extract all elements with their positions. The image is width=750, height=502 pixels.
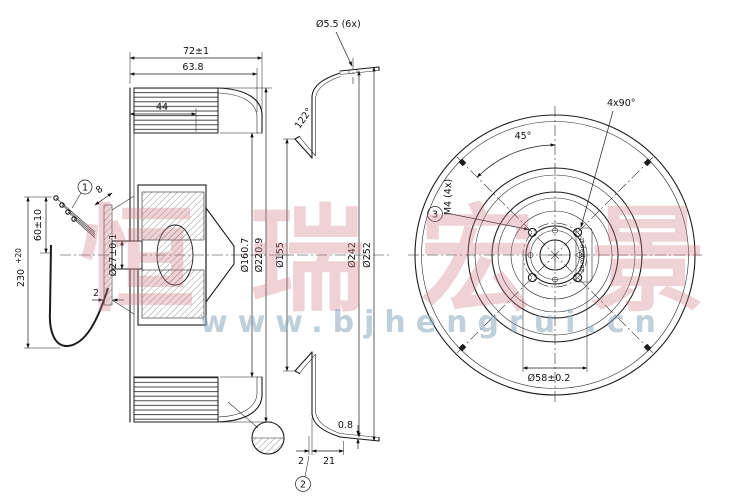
impeller-blades-bottom <box>133 376 219 423</box>
wire-end <box>59 202 65 208</box>
wall-ring-profile <box>294 58 380 442</box>
wire-end <box>71 216 77 222</box>
front-view: ebmpapst 45° 4x90° M4 (4x) Ø58±0.2 3 <box>408 98 702 404</box>
dim-shaft-diameter: Ø27±0.1 <box>108 234 119 277</box>
hub-circle <box>525 225 585 285</box>
dim-inner-depth: 63.8 <box>182 62 203 73</box>
hub-cone <box>205 206 235 304</box>
detail-view <box>227 401 285 455</box>
dim-flange-holes: Ø5.5 (6x) <box>316 19 361 30</box>
watermark: 恒瑞宏景 www.bjhengrui.cn <box>80 194 750 340</box>
dim-sheet-thickness: 0.8 <box>338 420 353 431</box>
lead-wires <box>48 195 109 348</box>
front-dimensions: 45° 4x90° M4 (4x) Ø58±0.2 <box>443 98 636 384</box>
watermark-chinese-text: 恒瑞宏景 <box>80 194 750 328</box>
screw-head <box>552 276 558 283</box>
front-circles <box>414 114 696 396</box>
rotor-circle <box>491 191 619 319</box>
dim-cable-length: 230 <box>16 269 27 287</box>
shaft-circle <box>539 239 571 271</box>
dim-lip: 2 <box>298 456 304 467</box>
balloon-2-label: 2 <box>300 480 306 491</box>
ring-inner-circle <box>421 121 689 389</box>
side-dimensions: 72±1 63.8 44 8 60±10 230 +20 Ø27±0.1 2 <box>14 46 272 423</box>
dim-blade-depth: 44 <box>156 102 168 113</box>
dim-ring-depth: 21 <box>323 456 335 467</box>
dim-blade-inner-diameter: Ø160.7 <box>240 238 251 273</box>
brand-label: ebmpapst <box>578 237 586 273</box>
dim-overall-depth: 72±1 <box>183 46 209 57</box>
screw-head <box>576 252 583 258</box>
m4-hole <box>527 227 537 237</box>
impeller-blades-top <box>133 87 219 134</box>
balloon-1: 1 <box>71 179 93 209</box>
dim-hole-pattern: 4x90° <box>607 98 636 109</box>
balloon-3: 3 <box>427 206 443 222</box>
cable <box>48 244 109 348</box>
screw-head <box>527 252 534 258</box>
wire-end <box>65 209 71 215</box>
motor-section <box>103 184 235 326</box>
bolt-circle <box>522 222 588 288</box>
screw-head <box>552 227 558 234</box>
dim-ring-outer-diameter: Ø252 <box>362 242 373 268</box>
dim-lead-strip: 60±10 <box>33 209 44 241</box>
side-section-view: 1 72±1 63.8 44 8 60±10 230 +20 <box>14 46 292 455</box>
dim-ring-inner-diameter: Ø242 <box>347 242 358 268</box>
m4-hole <box>527 273 537 283</box>
wire-end <box>53 195 59 201</box>
balloon-2: 2 <box>295 455 311 492</box>
balloon-3-label: 3 <box>432 210 438 221</box>
dim-impeller-diameter: Ø220.9 <box>254 238 265 273</box>
dim-first-hole-angle: 45° <box>515 131 532 142</box>
dim-cable-tolerance: +20 <box>14 248 23 264</box>
ring-clips <box>458 158 652 352</box>
dim-terminal: 8 <box>94 184 105 196</box>
dim-flange-gap: 2 <box>93 288 99 299</box>
ring-outer-circle <box>414 114 696 396</box>
bearing-tube <box>156 224 194 286</box>
dim-bolt-circle: Ø58±0.2 <box>528 373 571 384</box>
dim-inlet-diameter: Ø155 <box>275 242 286 268</box>
dim-thread-callout: M4 (4x) <box>443 179 454 215</box>
motor-shaft <box>111 240 143 270</box>
watermark-url: www.bjhengrui.cn <box>200 305 666 340</box>
brand-plate: ebmpapst <box>575 227 593 283</box>
balloon-1-label: 1 <box>82 183 88 194</box>
